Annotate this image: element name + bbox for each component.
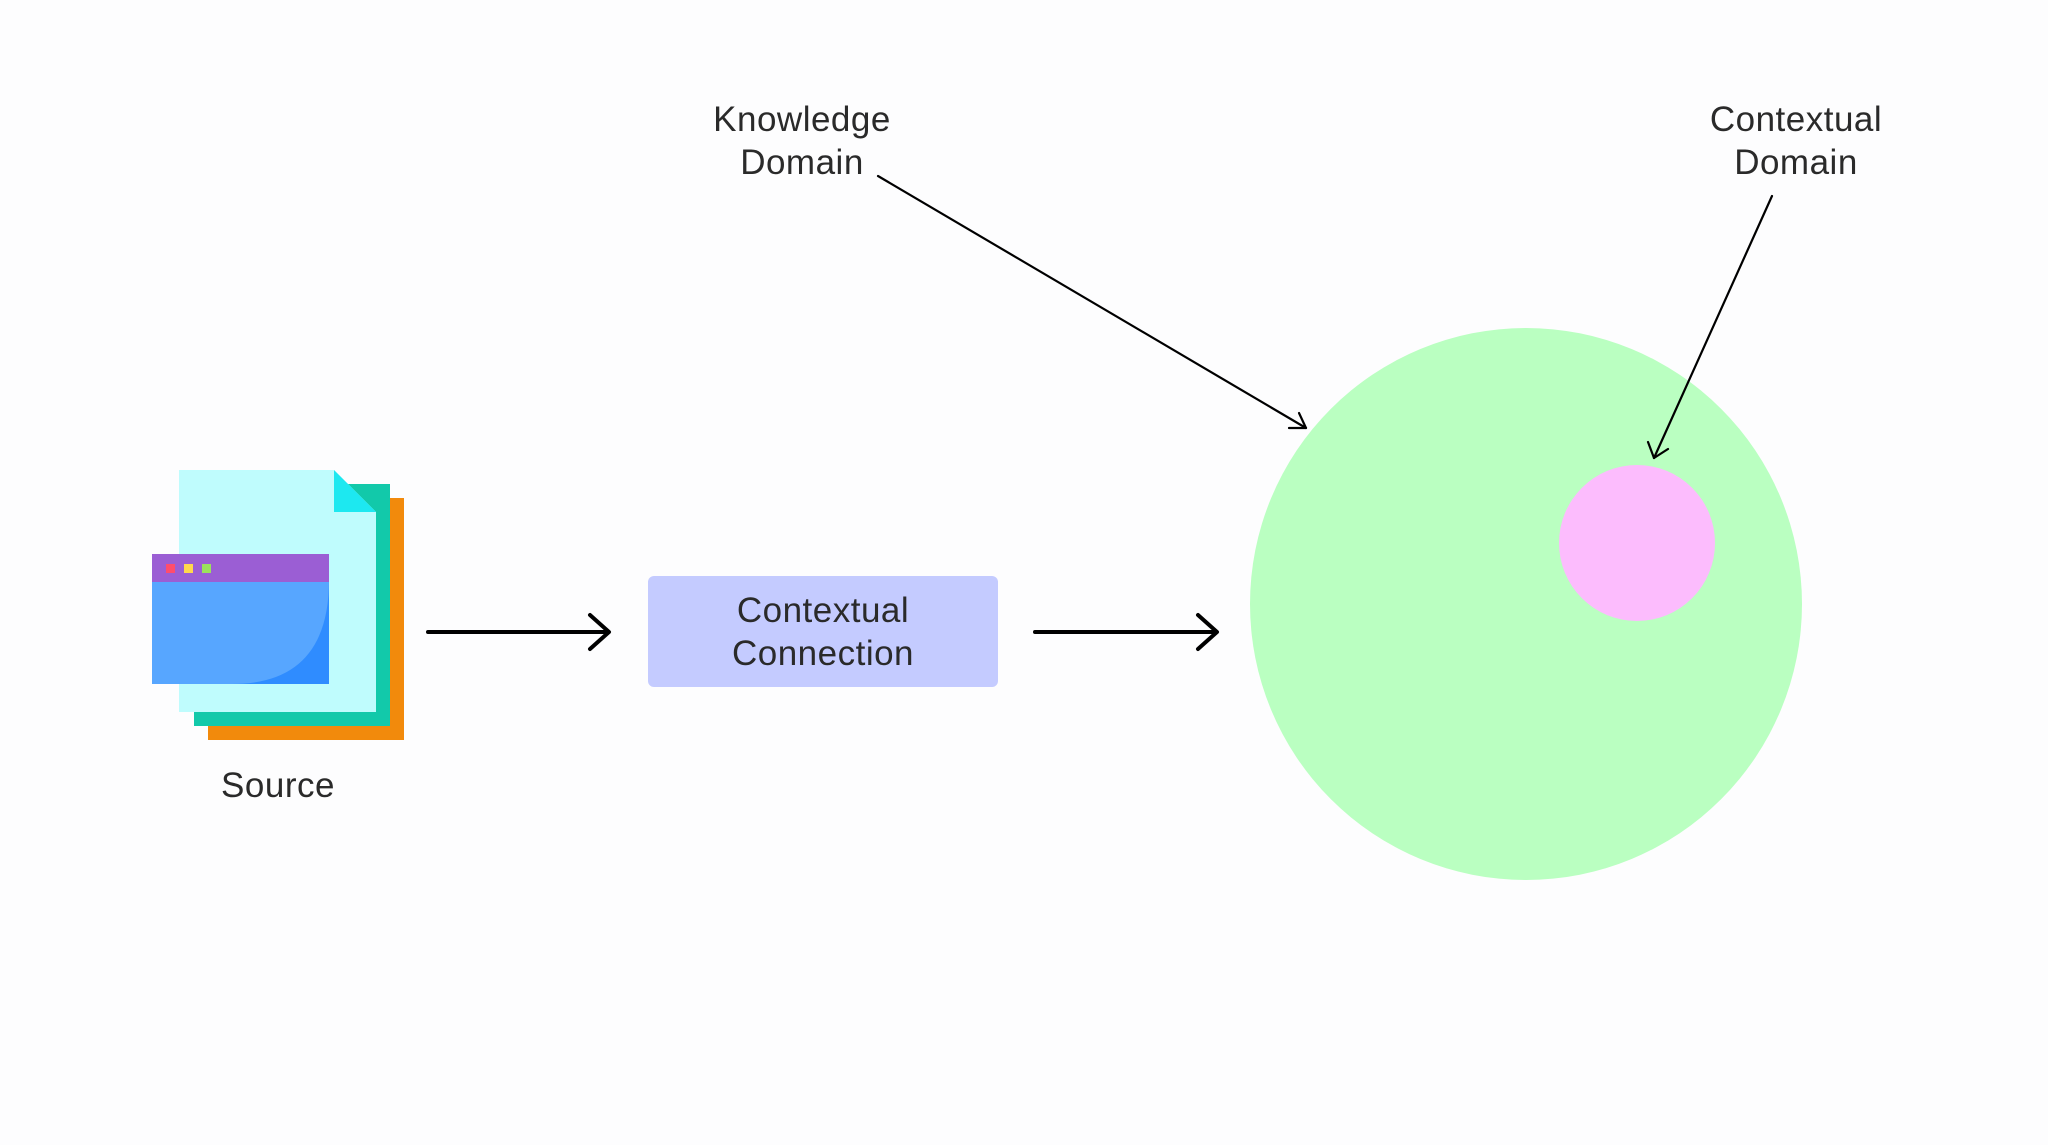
contextual-domain-label-line1: Contextual [1709,100,1883,139]
browser-dot-green [202,564,211,573]
source-label: Source [178,764,378,807]
browser-window-titlebar [152,554,329,582]
contextual-domain-circle [1559,465,1715,621]
knowledge-domain-label-line2: Domain [740,143,864,182]
contextual-connection-box: Contextual Connection [648,576,998,687]
pointer-contextual-domain [1646,194,1774,460]
browser-window-shade [232,580,329,684]
document-fold-corner [334,470,376,512]
arrow-source-to-connection [426,613,611,651]
browser-dot-yellow [184,564,193,573]
contextual-connection-line1: Contextual [736,590,910,630]
contextual-domain-label-line2: Domain [1734,143,1858,182]
contextual-domain-label: Contextual Domain [1676,98,1916,184]
knowledge-domain-label: Knowledge Domain [682,98,922,184]
browser-dot-red [166,564,175,573]
source-document-icon [152,470,404,740]
contextual-connection-line2: Connection [731,633,915,673]
knowledge-domain-label-line1: Knowledge [713,100,891,139]
knowledge-domain-circle [1250,328,1802,880]
source-label-text: Source [221,766,335,805]
pointer-knowledge-domain [876,174,1308,430]
arrow-connection-to-knowledge-domain [1033,613,1219,651]
